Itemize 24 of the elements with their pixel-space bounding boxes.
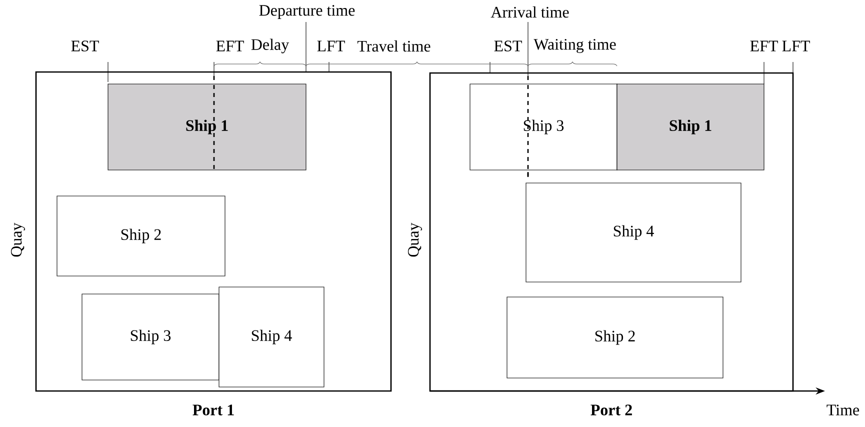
- time-label: LFT: [780, 39, 812, 53]
- time-label: Departure time: [257, 4, 357, 20]
- time-label: EST: [492, 39, 524, 53]
- ship-box: Ship 1: [108, 84, 306, 170]
- ship-box: Ship 4: [526, 182, 742, 282]
- node-label: Port 2: [590, 404, 632, 416]
- axis-label: Quay: [406, 221, 424, 259]
- time-label: Delay: [250, 37, 290, 55]
- time-label: Arrival time: [489, 5, 571, 19]
- time-label: EFT: [214, 39, 246, 53]
- node-label: Port 1: [192, 404, 234, 416]
- axis-label: Time: [825, 403, 861, 417]
- time-label: Waiting time: [532, 38, 618, 54]
- ship-box: Ship 2: [506, 296, 724, 378]
- time-label: EST: [69, 39, 101, 53]
- time-label: LFT: [315, 39, 347, 53]
- ship-box: Ship 3: [470, 84, 618, 170]
- ship-box: Ship 3: [82, 294, 220, 380]
- ship-box: Ship 4: [218, 286, 324, 388]
- time-label: Travel time: [356, 39, 432, 53]
- ship-box: Ship 2: [56, 196, 226, 276]
- axis-label: Quay: [10, 221, 26, 259]
- time-label: EFT: [748, 39, 780, 53]
- ship-box: Ship 1: [616, 84, 764, 170]
